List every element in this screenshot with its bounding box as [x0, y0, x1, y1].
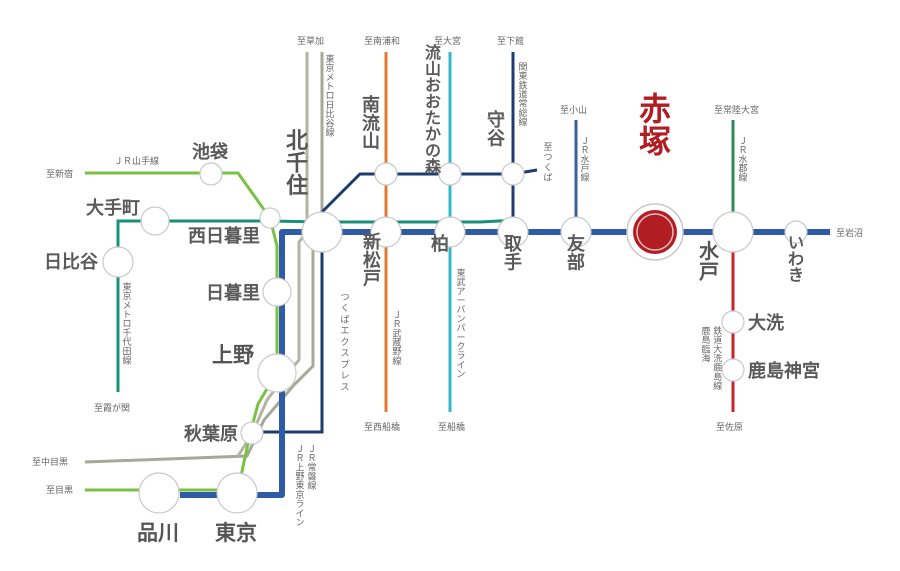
station-akihabara-dot[interactable]	[240, 421, 264, 445]
station-tomobe-dot[interactable]	[560, 216, 592, 248]
direction-funabashi: 至船橋	[438, 421, 465, 433]
tx-dark-link	[252, 232, 324, 434]
station-kitasenju-label: 北千住	[286, 128, 308, 199]
station-minaminagareyama-label: 南流山	[362, 94, 380, 153]
direction-shimodate: 至下館	[497, 35, 524, 47]
direction-minamiurawa: 至南浦和	[364, 35, 400, 47]
station-toride-label: 取手	[504, 234, 523, 273]
line-label-urban-park: 東武アーバンパークライン	[456, 267, 465, 380]
station-mito-label: 水戸	[699, 239, 720, 283]
station-nishinippori-dot[interactable]	[259, 207, 281, 229]
direction-hitachiomiya: 至常陸大宮	[714, 104, 759, 116]
station-otemachi-dot[interactable]	[140, 206, 170, 236]
direction-sawara: 至佐原	[716, 421, 743, 433]
yamanote-line	[85, 171, 279, 492]
direction-kasumigaseki: 至霞が関	[94, 402, 130, 414]
line-label-hibiya: 東京メトロ日比谷線	[325, 53, 334, 138]
direction-nakameguro: 至中目黒	[32, 456, 68, 468]
line-label-chiyoda: 東京メトロ千代田線	[122, 281, 131, 366]
station-shinmatsudo-label: 新松戸	[363, 231, 381, 290]
line-label-mito: ＪＲ水戸線	[580, 137, 589, 184]
station-tomobe-label: 友部	[567, 233, 585, 273]
station-mito-dot[interactable]	[712, 211, 754, 253]
station-akatsuka-marker[interactable]	[626, 203, 684, 261]
station-kashimajingu-label: 鹿島神宮	[748, 360, 820, 382]
tsukuba-express-line	[236, 52, 309, 457]
station-nippori-label: 日暮里	[206, 283, 260, 304]
station-oarai-dot[interactable]	[721, 310, 745, 334]
station-iwaki-dot[interactable]	[784, 220, 808, 244]
station-tokyo-dot[interactable]	[216, 472, 258, 514]
line-label-ueno-tokyo: ＪＲ上野東京ライン	[295, 445, 304, 528]
station-akihabara-label: 秋葉原	[184, 423, 238, 445]
station-kashimajingu-dot[interactable]	[721, 358, 745, 382]
station-nagareyama-otakanomori-dot[interactable]	[438, 162, 462, 186]
station-toride-dot[interactable]	[497, 216, 529, 248]
line-label-tx: つくばエクスプレス	[340, 293, 349, 393]
direction-nishifunabashi: 至西船橋	[364, 421, 400, 433]
station-moriya-label: 守谷	[487, 109, 506, 149]
station-shinagawa-label: 品川	[137, 520, 179, 545]
station-minaminagareyama-dot[interactable]	[374, 162, 398, 186]
station-kashiwa-label: 柏	[431, 233, 449, 255]
station-tokyo-label: 東京	[215, 520, 257, 545]
station-shinmatsudo-dot[interactable]	[370, 216, 402, 248]
line-label-suigun: ＪＲ水郡線	[738, 137, 747, 184]
direction-shinjuku: 至新宿	[46, 168, 73, 180]
direction-tsukuba: 至つくば	[543, 142, 552, 184]
line-label-oarai-kashima: 鹿島臨海鉄道大洗鹿島線	[701, 325, 722, 392]
station-nippori-dot[interactable]	[262, 277, 292, 307]
station-kitasenju-dot[interactable]	[301, 211, 343, 253]
station-ikebukuro-label: 池袋	[192, 141, 229, 163]
station-akatsuka-label: 赤塚	[639, 90, 671, 161]
station-ueno-label: 上野	[212, 342, 254, 367]
line-label-joban: ＪＲ常磐線	[307, 445, 316, 492]
line-label-musashino: ＪＲ武蔵野線	[392, 311, 401, 367]
station-hibiya-dot[interactable]	[102, 246, 134, 278]
station-nagareyama-otakanomori-label: 流山おおたかの森	[425, 43, 442, 176]
station-ueno-dot[interactable]	[257, 353, 297, 393]
line-label-kanto: 関東鉄道常総線	[518, 62, 527, 128]
station-ikebukuro-dot[interactable]	[199, 162, 223, 186]
line-label-yamanote: ＪＲ山手線	[114, 155, 159, 167]
direction-soka: 至草加	[297, 35, 324, 47]
direction-meguro: 至目黒	[46, 485, 73, 496]
station-iwaki-label: いわき	[788, 233, 804, 285]
direction-oyama: 至小山	[560, 105, 587, 116]
direction-omiya: 至大宮	[434, 35, 461, 47]
station-shinagawa-dot[interactable]	[138, 472, 180, 514]
station-moriya-dot[interactable]	[501, 162, 525, 186]
station-otemachi-label: 大手町	[86, 197, 140, 219]
station-nishinippori-label: 西日暮里	[188, 226, 260, 247]
direction-iwanuma: 至岩沼	[836, 227, 863, 239]
station-kashiwa-dot[interactable]	[434, 216, 466, 248]
station-oarai-label: 大洗	[748, 312, 784, 334]
station-hibiya-label: 日比谷	[44, 252, 99, 273]
